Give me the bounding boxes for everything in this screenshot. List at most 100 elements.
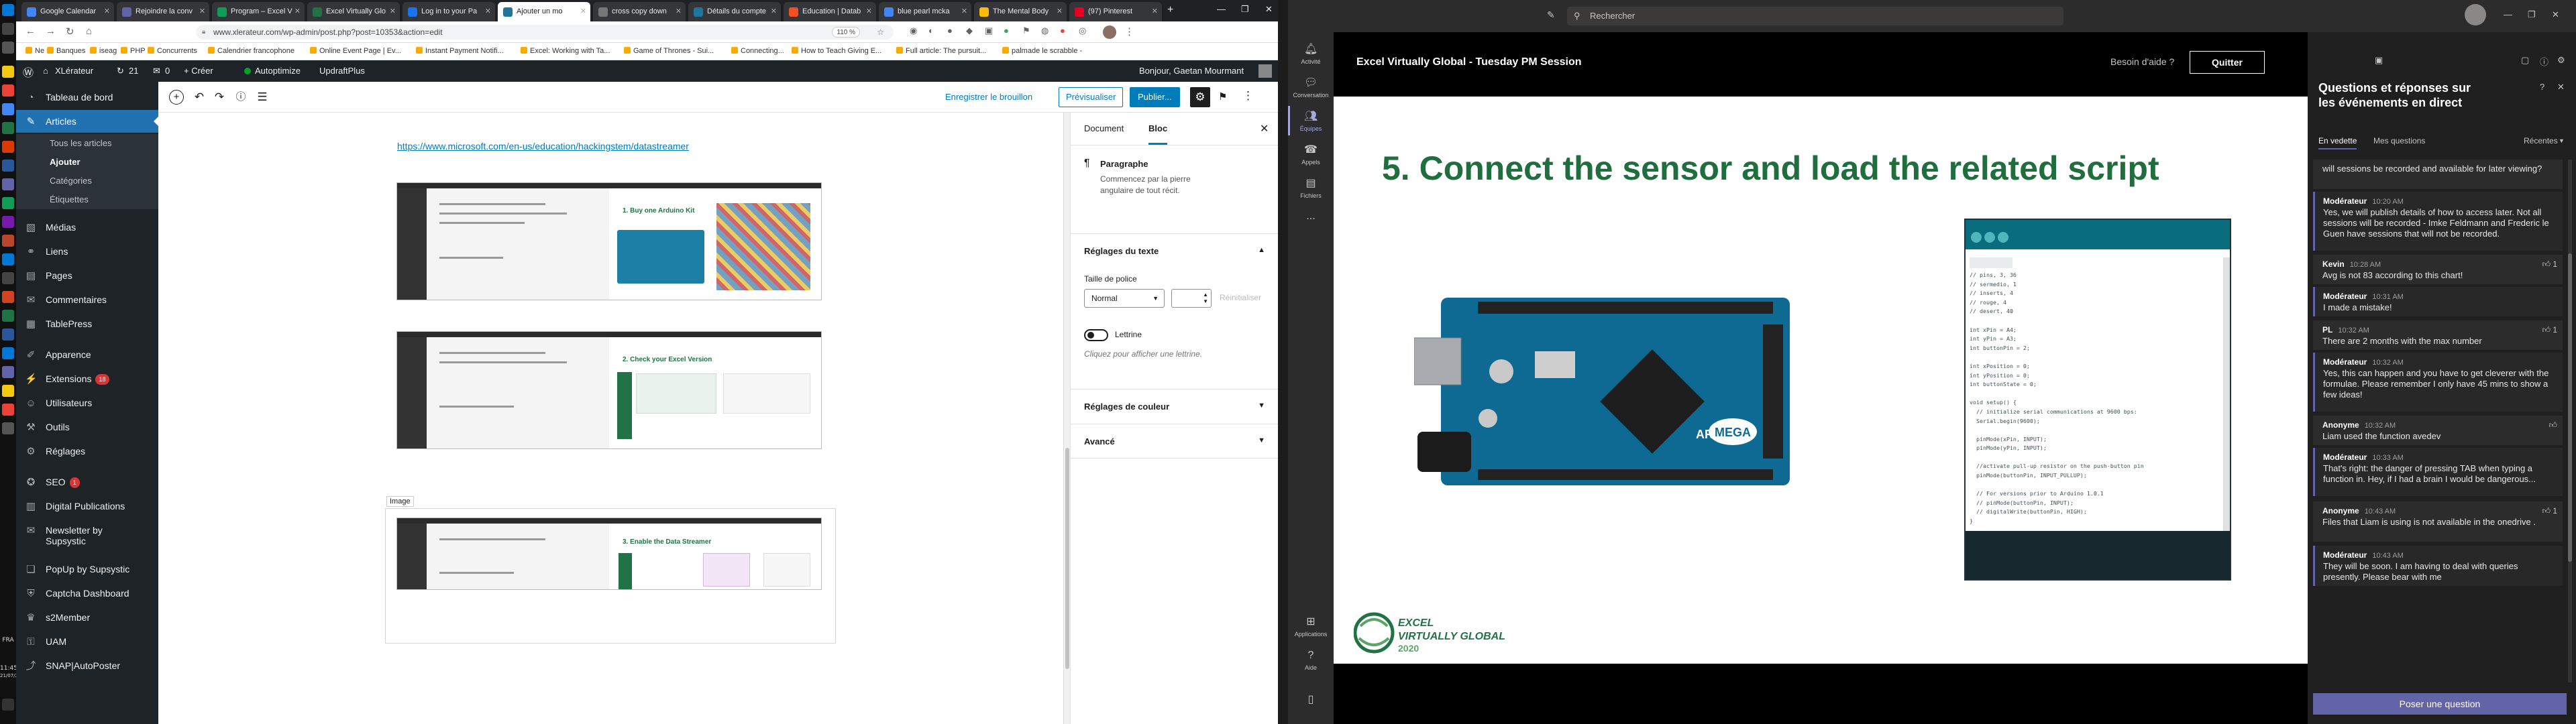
extension-icon[interactable]: ⚑ [1022,25,1030,36]
advanced-section[interactable]: Avancé ▼ [1071,424,1279,459]
tab-my-questions[interactable]: Mes questions [2373,136,2426,145]
taskbar-app-icon[interactable] [2,291,14,303]
bookmark-item[interactable]: Full article: The pursuit... [896,47,986,55]
extension-icon[interactable]: ◎ [1079,25,1087,36]
zoom-indicator[interactable]: 110 % [832,27,860,38]
user-avatar[interactable] [1258,64,1272,78]
maximize-icon[interactable]: ❐ [2528,9,2536,19]
rail-more[interactable]: ... [1288,210,1334,223]
menu-item-popup[interactable]: ❏PopUp by Supsystic [16,558,158,581]
bookmark-item[interactable]: palmade le scrabble - [1002,47,1082,55]
close-tab-icon[interactable]: ✕ [865,7,872,15]
plugin-star-icon[interactable]: ⚑ [1218,91,1228,103]
sort-dropdown[interactable]: Récentes [2524,136,2558,145]
datastreamer-link[interactable]: https://www.microsoft.com/en-us/educatio… [397,141,689,152]
teams-search-input[interactable]: ⚲ Rechercher [1567,7,2063,25]
scrollbar-thumb[interactable] [1065,448,1069,669]
editor-canvas[interactable]: https://www.microsoft.com/en-us/educatio… [158,113,1067,724]
submenu-add[interactable]: Ajouter [16,153,158,172]
taskbar-app-icon[interactable] [2,235,14,247]
windows-start-icon[interactable] [2,4,14,16]
close-tab-icon[interactable]: ✕ [580,7,586,15]
more-options-icon[interactable]: ⋮ [1242,89,1254,102]
browser-tab-active[interactable]: Ajouter un mo✕ [498,2,590,21]
info-icon[interactable]: ⓘ [2540,57,2549,67]
extension-icon[interactable]: ◍ [1041,25,1049,36]
close-tab-icon[interactable]: ✕ [961,7,967,15]
close-tab-icon[interactable]: ✕ [770,7,777,15]
preview-button[interactable]: Prévisualiser [1059,87,1124,107]
taskbar-time[interactable]: 11:45 [0,665,17,672]
user-avatar[interactable] [2465,4,2486,25]
minimize-icon[interactable]: — [2504,9,2512,19]
help-link[interactable]: Besoin d'aide ? [2110,56,2175,67]
taskbar-app-icon[interactable] [2,103,14,115]
menu-item-snap[interactable]: ⤴SNAP|AutoPoster [16,654,158,677]
comments-count[interactable]: 0 [165,66,170,76]
menu-item-dashboard[interactable]: ◔Tableau de bord [16,86,158,109]
publish-button[interactable]: Publier... [1130,87,1180,107]
step-image-2[interactable]: 2. Check your Excel Version [396,331,822,449]
browser-tab[interactable]: cross copy down✕ [593,2,686,21]
rail-calls[interactable]: ☎Appels [1288,143,1334,166]
rail-teams[interactable]: 👥︎Équipes [1288,106,1334,135]
tab-featured[interactable]: En vedette [2318,136,2357,149]
block-navigation-icon[interactable]: ☰ [257,90,268,103]
taskbar-app-icon[interactable] [2,328,14,341]
menu-item-s2member[interactable]: ♛s2Member [16,606,158,629]
taskbar-app-icon[interactable] [2,178,14,190]
compose-icon[interactable]: ✎ [1547,9,1555,20]
wp-home-icon[interactable]: ⌂ [43,66,48,76]
qa-scrollbar[interactable] [2568,160,2572,682]
close-tab-icon[interactable]: ✕ [199,7,205,15]
bookmark-item[interactable]: Online Event Page | Ev... [310,47,401,55]
like-button[interactable]: 👍︎ 1 [2542,506,2557,516]
taskbar-app-icon[interactable] [2,385,14,397]
step-image-1[interactable]: 1. Buy one Arduino Kit [396,182,822,300]
extension-icon[interactable]: ◆ [966,25,973,36]
taskbar-app-icon[interactable] [2,310,14,322]
browser-tab[interactable]: The Mental Body✕ [974,2,1067,21]
add-block-icon[interactable]: + [169,90,184,105]
save-draft-button[interactable]: Enregistrer le brouillon [945,92,1033,102]
taskbar-app-icon[interactable] [2,366,14,378]
like-button[interactable]: 👍︎ [2548,420,2557,430]
menu-item-users[interactable]: ☺Utilisateurs [16,391,158,414]
selected-image-block[interactable] [385,508,836,644]
stepper-icon[interactable]: ▲▼ [1203,292,1208,304]
tab-document[interactable]: Document [1084,123,1124,133]
updates-count[interactable]: 21 [129,66,139,76]
close-window-icon[interactable]: ✕ [1265,4,1273,14]
extension-icon[interactable]: ● [947,25,953,36]
extension-icon[interactable]: ◐ [928,25,934,36]
custom-font-size-input[interactable]: ▲▼ [1171,289,1212,308]
wp-site-name[interactable]: XLérateur [55,66,94,76]
menu-item-links[interactable]: ⚭Liens [16,240,158,263]
taskbar-app-icon[interactable] [2,272,14,284]
browser-tab[interactable]: (97) Pinterest✕ [1069,2,1162,21]
rail-apps[interactable]: ⊞Applications [1288,615,1334,638]
rail-device[interactable]: ▯ [1288,693,1334,709]
reset-button[interactable]: Réinitialiser [1220,293,1262,302]
star-icon[interactable]: ☆ [877,27,884,37]
task-view-icon[interactable] [2,42,14,54]
close-window-icon[interactable]: ✕ [2552,9,2559,19]
autoptimize-link[interactable]: Autoptimize [255,66,301,76]
undo-icon[interactable]: ↶ [194,90,205,103]
bookmark-item[interactable]: Calendrier francophone [208,47,294,55]
menu-item-settings[interactable]: ⚙Réglages [16,440,158,463]
new-content-button[interactable]: + Créer [184,66,213,76]
settings-gear-icon[interactable]: ⚙ [1190,87,1210,107]
menu-item-tablepress[interactable]: ▦TablePress [16,312,158,335]
taskbar-app-icon[interactable] [2,66,14,78]
close-tab-icon[interactable]: ✕ [294,7,301,15]
search-icon[interactable] [2,23,14,35]
browser-tab[interactable]: Excel Virtually Glo✕ [307,2,400,21]
maximize-icon[interactable]: ❐ [1241,4,1249,14]
browser-tab[interactable]: Google Calendar✕ [21,2,114,21]
bookmark-item[interactable]: Excel: Working with Ta... [521,47,610,55]
close-icon[interactable]: ✕ [2557,82,2565,92]
minimize-icon[interactable]: — [1217,4,1226,14]
help-icon[interactable]: ? [2540,82,2545,92]
